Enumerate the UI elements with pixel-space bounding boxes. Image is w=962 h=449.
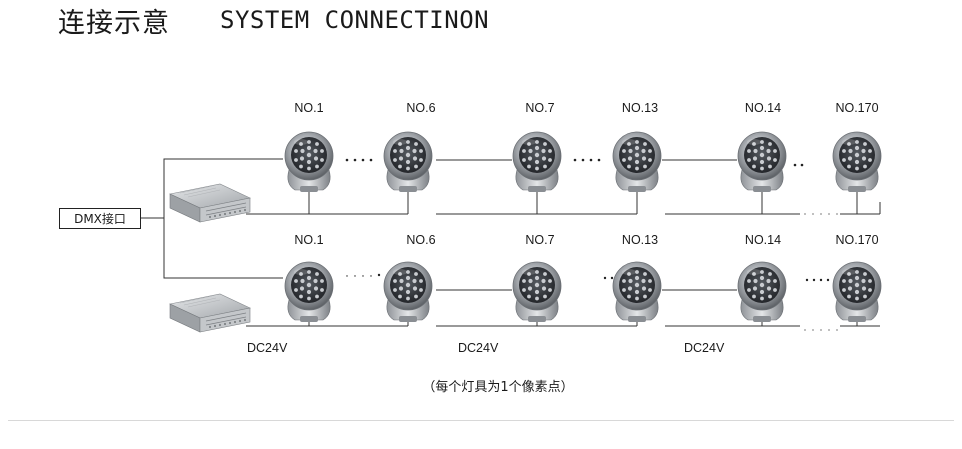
dot xyxy=(836,213,838,215)
fixture-label: NO.14 xyxy=(744,233,782,247)
dot xyxy=(589,158,593,162)
fixture-label: NO.6 xyxy=(406,101,436,115)
power-label: DC24V xyxy=(684,341,725,355)
wiring xyxy=(141,158,881,327)
led-fixture-icon xyxy=(737,261,787,323)
dot xyxy=(819,278,823,282)
title-chinese: 连接示意 xyxy=(58,7,170,39)
dmx-interface-box: DMX接口 xyxy=(59,208,141,229)
dot xyxy=(597,158,601,162)
dot xyxy=(369,158,373,162)
fixture-label: NO.14 xyxy=(744,101,782,115)
dot xyxy=(793,163,797,167)
dot xyxy=(610,276,614,280)
fixture-label: NO.6 xyxy=(406,233,436,247)
led-fixture-icon xyxy=(512,131,562,193)
power-supply-icon xyxy=(169,293,251,333)
dot xyxy=(820,213,822,215)
dot xyxy=(362,275,364,277)
fixture-label: NO.13 xyxy=(621,233,659,247)
dot xyxy=(826,278,830,282)
dot xyxy=(346,275,348,277)
dmx-interface-label: DMX接口 xyxy=(74,212,126,226)
dot xyxy=(804,213,806,215)
dot xyxy=(800,163,804,167)
diagram-frame xyxy=(8,48,954,421)
fixture-label: NO.1 xyxy=(294,233,324,247)
dot xyxy=(812,278,816,282)
dot xyxy=(828,329,830,331)
led-fixture-icon xyxy=(512,261,562,323)
led-fixture-icon xyxy=(737,131,787,193)
dot xyxy=(581,158,585,162)
dot xyxy=(828,213,830,215)
led-fixture-icon xyxy=(284,261,334,323)
led-fixture-icon xyxy=(383,131,433,193)
dot xyxy=(361,158,365,162)
fixture-label: NO.7 xyxy=(525,101,555,115)
led-fixture-icon xyxy=(612,261,662,323)
power-label: DC24V xyxy=(247,341,288,355)
signal-wire xyxy=(163,218,283,279)
fixture-label: NO.1 xyxy=(294,101,324,115)
fixture-label: NO.7 xyxy=(525,233,555,247)
signal-wire xyxy=(141,158,283,219)
title-english: SYSTEM CONNECTINON xyxy=(220,6,490,34)
fixture-label: NO.13 xyxy=(621,101,659,115)
dot xyxy=(573,158,577,162)
page-title: 连接示意 SYSTEM CONNECTINON xyxy=(58,2,490,39)
led-fixture-icon xyxy=(284,131,334,193)
caption: （每个灯具为1个像素点） xyxy=(422,380,574,395)
dot xyxy=(836,329,838,331)
dot xyxy=(370,275,372,277)
dot xyxy=(812,213,814,215)
power-supplies xyxy=(169,183,251,333)
fixture-label: NO.170 xyxy=(835,233,879,247)
continuation-dots xyxy=(345,158,838,331)
dot xyxy=(377,273,381,277)
power-label: DC24V xyxy=(458,341,499,355)
dot xyxy=(805,278,809,282)
dot xyxy=(345,158,349,162)
dot xyxy=(353,158,357,162)
dot xyxy=(812,329,814,331)
dot xyxy=(804,329,806,331)
led-fixture-icon xyxy=(612,131,662,193)
dot xyxy=(820,329,822,331)
led-fixture-icon xyxy=(383,261,433,323)
dot xyxy=(603,276,607,280)
led-fixture-icon xyxy=(832,261,882,323)
fixture-label: NO.170 xyxy=(835,101,879,115)
power-supply-icon xyxy=(169,183,251,223)
led-fixture-icon xyxy=(832,131,882,193)
dot xyxy=(354,275,356,277)
